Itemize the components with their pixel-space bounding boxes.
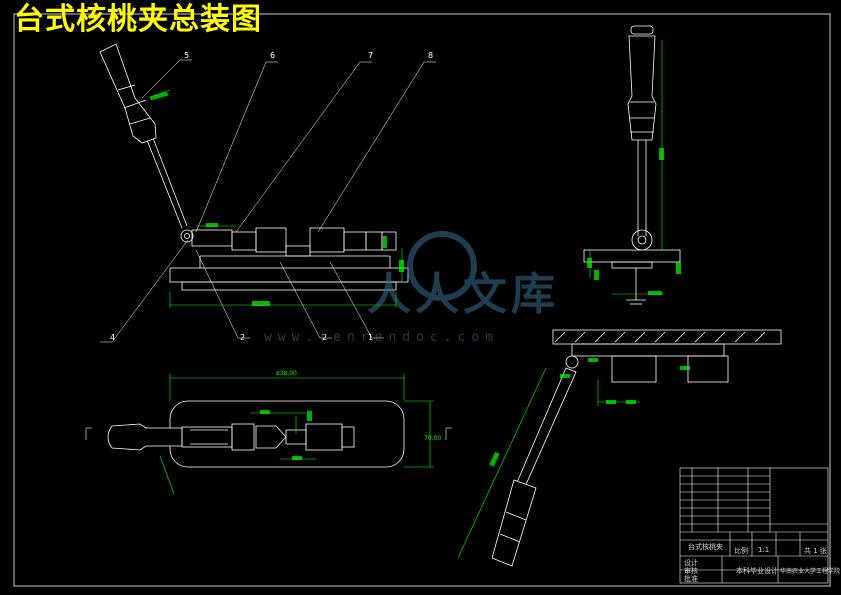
title-block-scale-label: 比例 [734,547,748,555]
part-label: 4 [110,333,115,342]
mounted-dimensions [457,358,690,559]
watermark-text: 人人文库 [367,269,559,320]
drawing-frame [13,13,831,587]
part-label: 1 [368,333,373,342]
part-label: 2 [240,333,245,342]
title-block-checker: 审核 [684,567,698,575]
title-block-org: 华南农业大学工程学院 [780,568,841,575]
watermark: 人人文库 www.renrendoc.com [264,226,572,346]
title-block-scale-value: 1:1 [758,546,770,554]
top-base [169,400,405,468]
watermark-ring-icon [407,231,477,301]
side-dimensions [587,40,681,295]
mounted-view [491,329,782,567]
section-markers [85,427,452,440]
title-block-sheet: 共 1 张 [804,547,827,555]
title-block [679,467,829,584]
handle-grip [99,43,157,144]
dimension-height: 70,00 [424,435,441,442]
watermark-url: www.renrendoc.com [264,330,500,345]
front-dimensions [149,89,404,308]
title-block-designer: 设计 [684,559,698,567]
leader-lines [100,59,436,343]
part-label: 8 [428,51,433,60]
part-label: 6 [270,51,275,60]
top-dimensions: ø38,00 70,00 [159,370,441,495]
front-view [99,43,409,291]
side-view [583,25,681,305]
drawing-title: 台式核桃夹总装图 [14,2,262,37]
dimension-overall: ø38,00 [276,370,297,377]
part-label: 7 [368,51,373,60]
title-block-drawing-name: 台式核桃夹 [688,543,723,551]
part-label: 5 [184,51,189,60]
angled-handle [511,367,577,499]
title-block-school: 本科毕业设计 [736,567,778,575]
table-top [552,329,782,345]
title-block-approver: 批准 [684,575,698,583]
top-view [107,400,405,468]
part-label: 2 [322,333,327,342]
